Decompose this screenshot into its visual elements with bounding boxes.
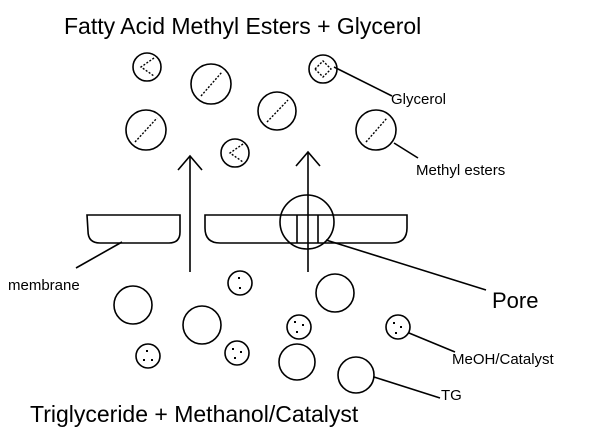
leader-line-methyl-esters [393,142,419,159]
label-glycerol: Glycerol [391,91,446,108]
glycerol-molecule [308,54,338,84]
methyl-ester-molecule [190,63,232,105]
meoh-catalyst-molecule [224,340,250,366]
tg-molecule [278,343,316,381]
bottom-title: Triglyceride + Methanol/Catalyst [30,401,359,427]
top-title: Fatty Acid Methyl Esters + Glycerol [64,13,421,39]
label-pore: Pore [492,288,538,313]
tg-molecule [182,305,222,345]
meoh-catalyst-molecule [286,314,312,340]
label-tg: TG [441,387,462,404]
membrane-segment-right [204,214,408,244]
leader-line-tg [373,376,441,399]
meoh-catalyst-molecule [135,343,161,369]
membrane-segment-left [86,214,181,244]
pore [279,194,335,250]
methyl-ester-molecule [125,109,167,151]
methyl-ester-molecule [257,91,297,131]
label-meoh-catalyst: MeOH/Catalyst [452,351,555,368]
leader-line-membrane [75,241,123,269]
arrow-right [295,150,321,272]
label-membrane: membrane [8,277,80,294]
tg-molecule [337,356,375,394]
tg-molecule [315,273,355,313]
glycerol-molecule [132,52,162,82]
meoh-catalyst-molecule [385,314,411,340]
tg-molecule [113,285,153,325]
leader-line-pore [325,239,487,291]
meoh-catalyst-molecule [227,270,253,296]
label-methyl-esters: Methyl esters [416,162,505,179]
arrow-left [177,154,203,272]
methyl-ester-molecule [355,109,397,151]
leader-line-glycerol [333,66,393,97]
leader-line-meoh-catalyst [408,332,456,353]
glycerol-molecule [220,138,250,168]
